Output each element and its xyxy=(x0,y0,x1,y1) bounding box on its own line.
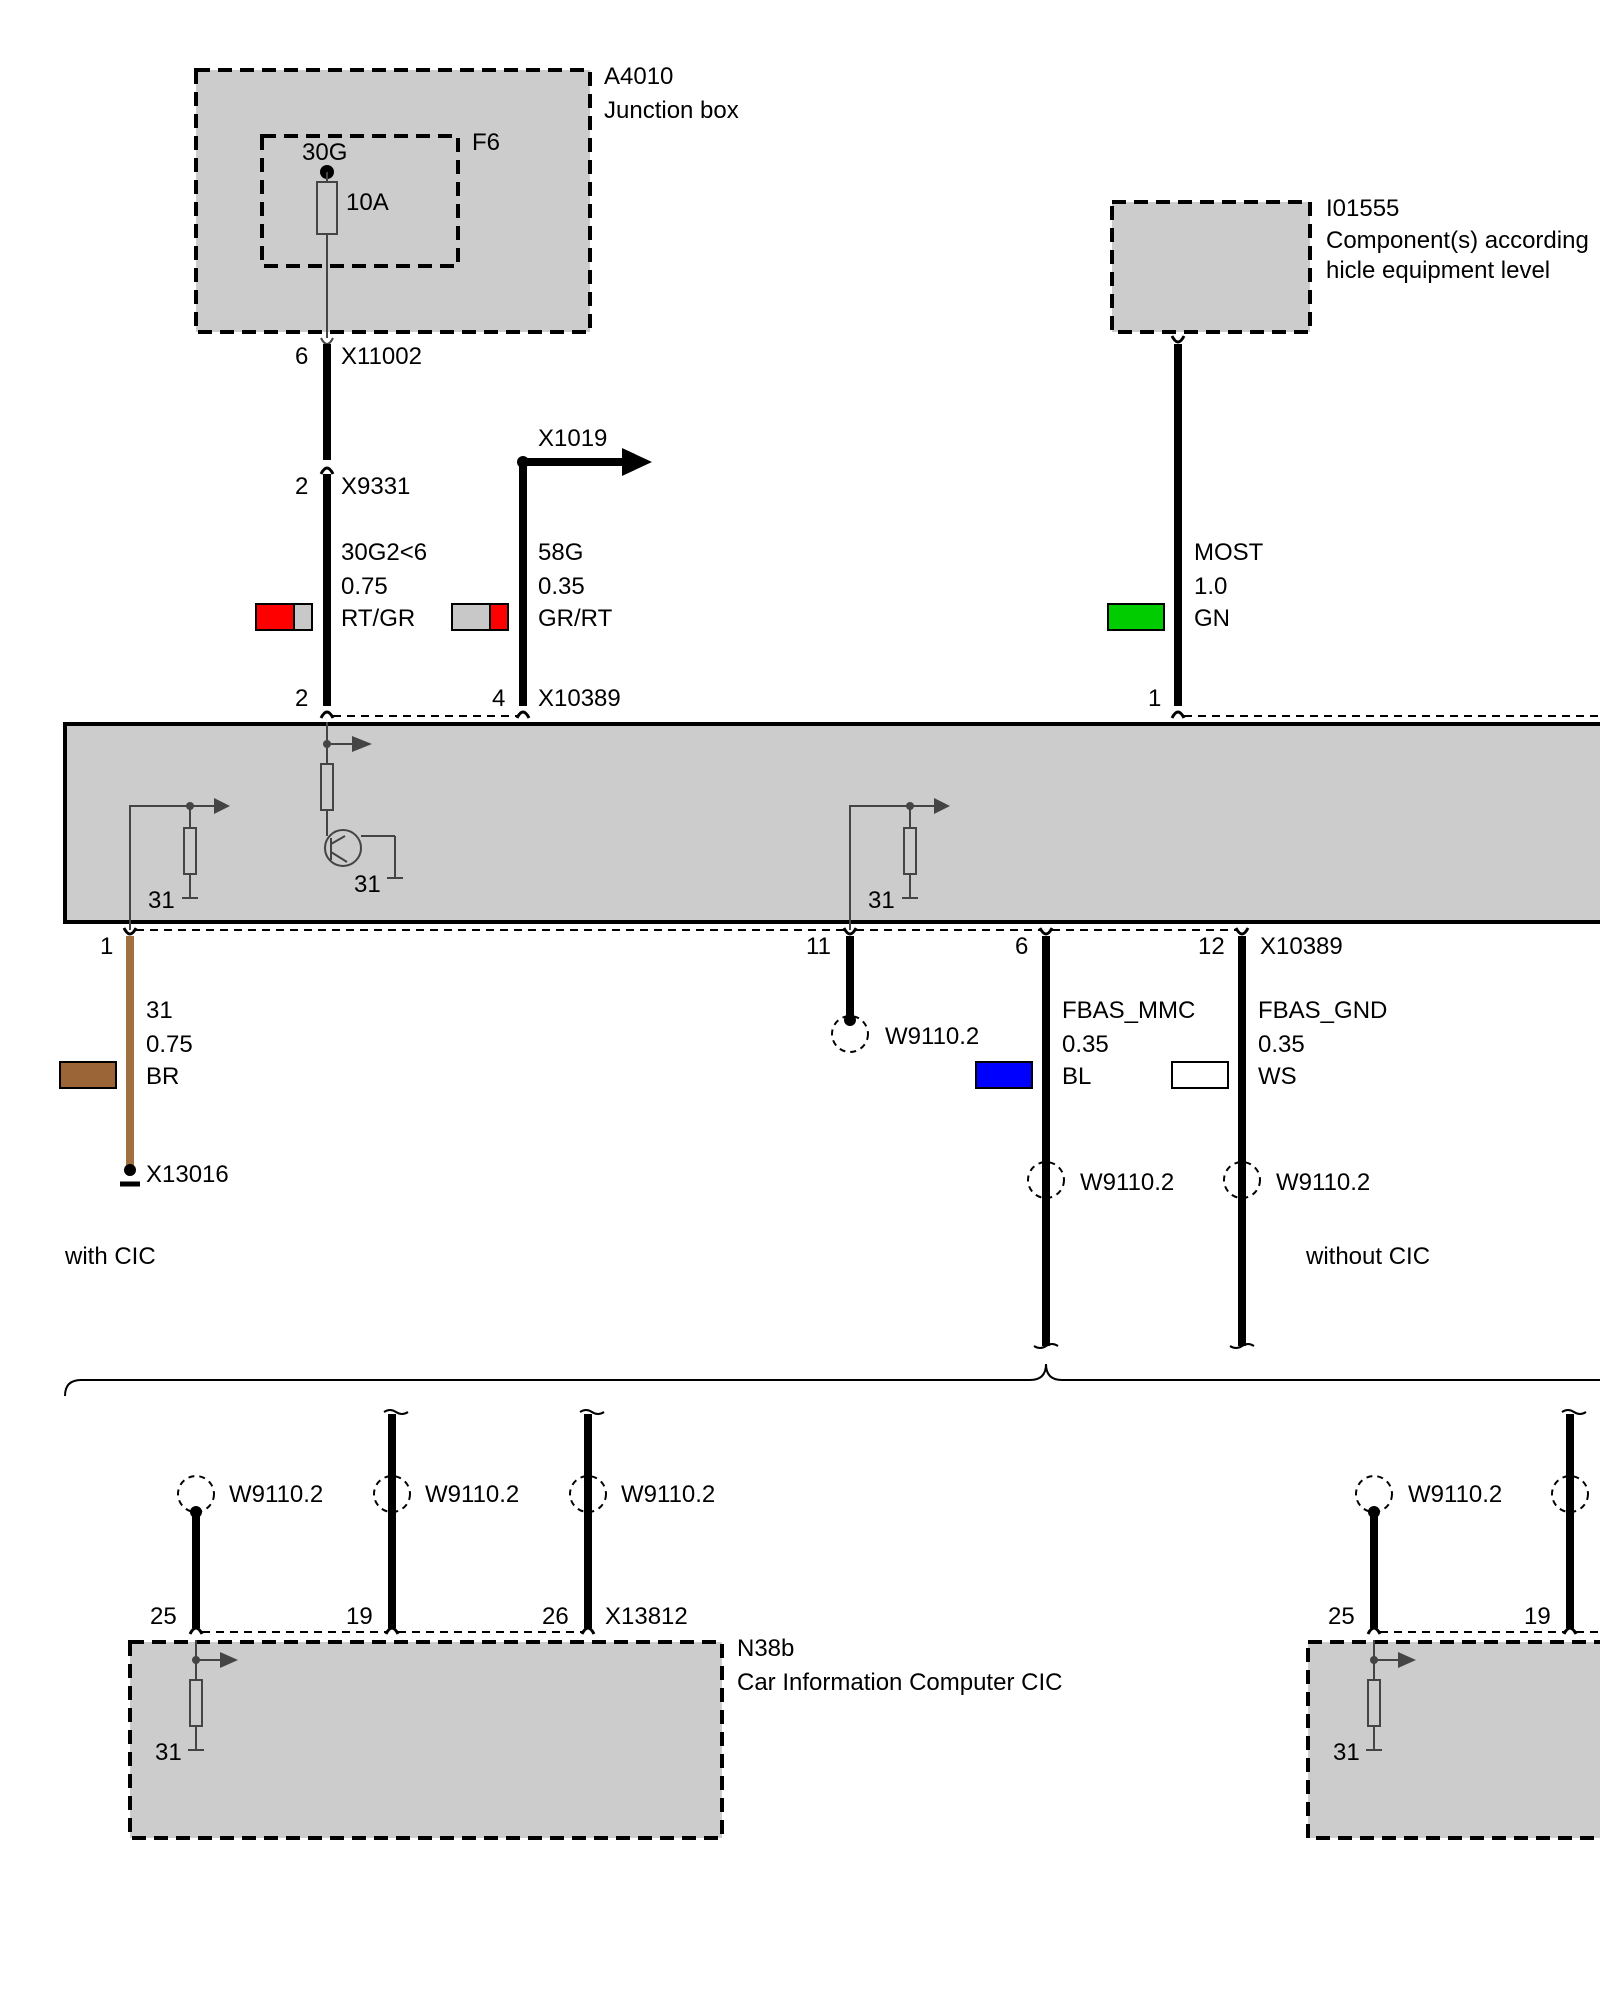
module-ground-left: 31 xyxy=(148,887,175,914)
component-name-line2: hicle equipment level xyxy=(1326,257,1550,284)
fuse-id: F6 xyxy=(472,129,500,156)
cic-module-n38b: N38b Car Information Computer CIC 31 xyxy=(128,1635,1062,1840)
connector-x10389-bottom-name: X10389 xyxy=(1260,933,1343,960)
wire-30g2-swatch-primary xyxy=(255,603,295,631)
wire-fbas-mmc-gauge: 0.35 xyxy=(1062,1031,1109,1058)
wire-fbas-gnd-gauge: 0.35 xyxy=(1258,1031,1305,1058)
splice-label-6: W9110.2 xyxy=(621,1481,715,1508)
module-ground-right: 31 xyxy=(868,887,895,914)
pin-bottom-11: 11 xyxy=(806,933,831,960)
fuse-rating: 10A xyxy=(346,189,389,216)
wire-most-signal: MOST xyxy=(1194,539,1264,566)
pin-top-2: 2 xyxy=(295,685,308,712)
splice-label-2: W9110.2 xyxy=(1080,1169,1174,1196)
junction-box-a4010: A4010 Junction box F6 30G 10A 6 X11002 xyxy=(194,63,739,370)
splice-label-5: W9110.2 xyxy=(425,1481,519,1508)
pin-bottom-1: 1 xyxy=(100,933,113,960)
wire-58g-gauge: 0.35 xyxy=(538,573,585,600)
connector-x1019: X1019 xyxy=(538,425,607,452)
splice-label-3: W9110.2 xyxy=(1276,1169,1370,1196)
wire-fbas-gnd-signal: FBAS_GND xyxy=(1258,997,1387,1024)
component-name-line1: Component(s) according xyxy=(1326,227,1589,254)
cic-name: Car Information Computer CIC xyxy=(737,1669,1062,1696)
wire-fbas-mmc-color: BL xyxy=(1062,1063,1091,1090)
wire-58g: X1019 58G 0.35 GR/RT xyxy=(451,425,652,706)
cic-pin-25: 25 xyxy=(150,1603,177,1630)
connector-x13016: X13016 xyxy=(146,1161,229,1188)
pin-top-4: 4 xyxy=(492,685,505,712)
cic-pin-26: 26 xyxy=(542,1603,569,1630)
module-ground-mid: 31 xyxy=(354,871,381,898)
connector-x11002: X11002 xyxy=(341,343,422,370)
arrow-to-x1019 xyxy=(622,448,652,476)
component-i01555: I01555 Component(s) according hicle equi… xyxy=(1107,195,1589,706)
wire-fbas-gnd-color: WS xyxy=(1258,1063,1297,1090)
connector-x10389-bottom: 1 11 6 12 X10389 xyxy=(100,927,1343,960)
cic-id: N38b xyxy=(737,1635,794,1662)
pin-x9331: 2 xyxy=(295,473,308,500)
cic-wires-left: W9110.2 W9110.2 W9110.2 25 19 26 X13812 xyxy=(150,1409,715,1635)
pin-top-1: 1 xyxy=(1148,685,1161,712)
splice-label-1: W9110.2 xyxy=(885,1023,979,1050)
cic-pin-19: 19 xyxy=(346,1603,373,1630)
splice-label-4: W9110.2 xyxy=(229,1481,323,1508)
wire-30g2-swatch-stripe xyxy=(293,603,313,631)
wire-30g2-color: RT/GR xyxy=(341,605,415,632)
pin-x11002: 6 xyxy=(295,343,308,370)
junction-box-name: Junction box xyxy=(604,97,739,124)
wire-58g-swatch-stripe xyxy=(489,603,509,631)
wire-fbas-mmc: FBAS_MMC 0.35 BL W9110.2 xyxy=(975,936,1195,1349)
cic-right-ground: 31 xyxy=(1333,1739,1360,1766)
wire-fbas-gnd-swatch xyxy=(1171,1061,1229,1089)
wire-pin-11: W9110.2 xyxy=(831,936,979,1053)
connector-x10389-top: 2 4 X10389 1 xyxy=(295,685,1600,719)
wire-30g2-signal: 30G2<6 xyxy=(341,539,427,566)
connector-x9331: X9331 xyxy=(341,473,410,500)
wire-58g-color: GR/RT xyxy=(538,605,613,632)
wire-30g2-gauge: 0.75 xyxy=(341,573,388,600)
wire-58g-signal: 58G xyxy=(538,539,583,566)
wire-fbas-mmc-signal: FBAS_MMC xyxy=(1062,997,1195,1024)
wire-most-swatch xyxy=(1107,603,1165,631)
variant-with-cic: with CIC xyxy=(64,1243,156,1270)
wire-31-swatch xyxy=(59,1061,117,1089)
wire-31-signal: 31 xyxy=(146,997,173,1024)
cic-right-cropped: W9110.2 25 19 31 xyxy=(1306,1409,1600,1840)
wire-58g-swatch-primary xyxy=(451,603,491,631)
wire-31-gauge: 0.75 xyxy=(146,1031,193,1058)
fuse-terminal: 30G xyxy=(302,139,347,166)
wire-31: X13016 31 0.75 BR xyxy=(59,936,229,1188)
variant-without-cic: without CIC xyxy=(1305,1243,1430,1270)
wire-30g2: 2 X9331 30G2<6 0.75 RT/GR xyxy=(255,337,427,706)
main-module: 31 31 31 xyxy=(63,722,1600,930)
connector-x10389-top-name: X10389 xyxy=(538,685,621,712)
splice-label-7: W9110.2 xyxy=(1408,1481,1502,1508)
wire-most-color: GN xyxy=(1194,605,1230,632)
cic-connector: X13812 xyxy=(605,1603,688,1630)
cic-right-pin-25: 25 xyxy=(1328,1603,1355,1630)
cic-ground: 31 xyxy=(155,1739,182,1766)
wire-fbas-mmc-swatch xyxy=(975,1061,1033,1089)
wire-fbas-gnd: FBAS_GND 0.35 WS W9110.2 xyxy=(1171,936,1387,1349)
wire-most-gauge: 1.0 xyxy=(1194,573,1227,600)
pin-bottom-12: 12 xyxy=(1198,933,1225,960)
junction-box-id: A4010 xyxy=(604,63,673,90)
variant-brace xyxy=(64,1363,1600,1397)
cic-right-pin-19: 19 xyxy=(1524,1603,1551,1630)
pin-bottom-6: 6 xyxy=(1015,933,1028,960)
component-id: I01555 xyxy=(1326,195,1399,222)
wire-31-color: BR xyxy=(146,1063,179,1090)
